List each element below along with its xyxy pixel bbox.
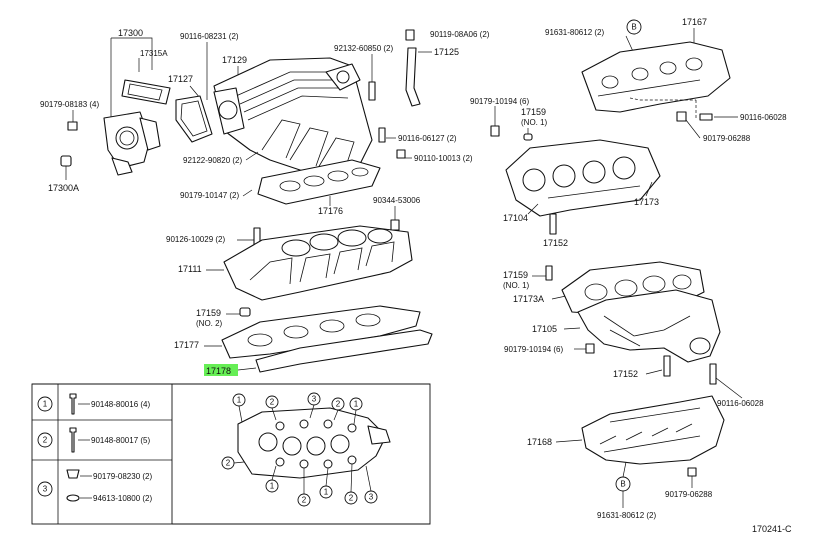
label-17177[interactable]: 17177 (174, 340, 199, 350)
label-17178[interactable]: 17178 (206, 366, 231, 376)
label-90179-10194-top[interactable]: 90179-10194 (6) (470, 97, 529, 106)
diagram-code: 170241-C (752, 524, 792, 534)
svg-text:3: 3 (369, 493, 374, 502)
label-17159-no1-mid[interactable]: 17159 (503, 270, 528, 280)
label-17315A[interactable]: 17315A (140, 49, 168, 58)
exhaust-manifold-lower-group: 17159 (NO. 1) 17173A 17105 90179-10194 (… (503, 261, 764, 408)
label-90119-08A06[interactable]: 90119-08A06 (2) (430, 30, 490, 39)
legend-part-1[interactable]: 90148-80016 (4) (91, 400, 150, 409)
label-17159-no2[interactable]: 17159 (196, 308, 221, 318)
svg-text:1: 1 (237, 396, 242, 405)
label-92122-90820[interactable]: 92122-90820 (2) (183, 156, 242, 165)
bolt-icon (69, 393, 77, 415)
label-17129[interactable]: 17129 (222, 55, 247, 65)
legend-part-2[interactable]: 90148-80017 (5) (91, 436, 150, 445)
label-17111[interactable]: 17111 (178, 264, 202, 274)
gasket-17178 (255, 329, 433, 373)
label-91631-80612-top[interactable]: 91631-80612 (2) (545, 28, 604, 37)
label-17173[interactable]: 17173 (634, 197, 659, 207)
label-no1-top[interactable]: (NO. 1) (521, 118, 548, 127)
bracket-lead (110, 37, 153, 118)
svg-text:2: 2 (270, 398, 275, 407)
label-17125[interactable]: 17125 (434, 47, 459, 57)
label-90110-10013[interactable]: 90110-10013 (2) (414, 154, 473, 163)
label-90179-10147[interactable]: 90179-10147 (2) (180, 191, 239, 200)
heat-insulator-17168 (581, 395, 725, 465)
label-17159-no1-top[interactable]: 17159 (521, 107, 546, 117)
svg-text:3: 3 (312, 395, 317, 404)
svg-text:1: 1 (354, 400, 359, 409)
svg-text:1: 1 (324, 488, 329, 497)
legend-part-3b[interactable]: 94613-10800 (2) (93, 494, 152, 503)
bolt-callouts: 1 2 3 2 1 2 1 2 1 2 3 (221, 392, 378, 507)
label-90116-08231[interactable]: 90116-08231 (2) (180, 32, 239, 41)
label-17104[interactable]: 17104 (503, 213, 528, 223)
gasket-17177 (221, 305, 421, 359)
label-90116-06028-bot[interactable]: 90116-06028 (717, 399, 764, 408)
label-17105[interactable]: 17105 (532, 324, 557, 334)
svg-text:2: 2 (226, 459, 231, 468)
legend-symbol-1 (37, 396, 53, 412)
label-17152-mid[interactable]: 17152 (613, 369, 638, 379)
label-17176[interactable]: 17176 (318, 206, 343, 216)
heat-insulator-17167 (581, 41, 731, 113)
washer-icon (66, 494, 80, 502)
gasket-17127 (175, 95, 213, 143)
legend-part-3a[interactable]: 90179-08230 (2) (93, 472, 152, 481)
svg-text:2: 2 (43, 436, 48, 445)
symbol-b-top (626, 19, 642, 35)
label-no2[interactable]: (NO. 2) (196, 319, 223, 328)
label-90116-06127[interactable]: 90116-06127 (2) (398, 134, 457, 143)
bolt-icon (69, 427, 77, 453)
label-no1-mid[interactable]: (NO. 1) (503, 281, 530, 290)
svg-text:2: 2 (349, 494, 354, 503)
label-90179-10194-mid[interactable]: 90179-10194 (6) (504, 345, 563, 354)
label-92132-60850[interactable]: 92132-60850 (2) (334, 44, 393, 53)
label-17168[interactable]: 17168 (527, 437, 552, 447)
gasket-bolt-pattern-detail: 1 2 3 2 1 2 1 2 1 2 3 (221, 392, 391, 507)
label-90179-06288-bot[interactable]: 90179-06288 (665, 490, 713, 499)
label-17167[interactable]: 17167 (682, 17, 707, 27)
legend-symbol-3 (37, 481, 53, 497)
throttle-body-group: 17300 17315A 90179-08183 (4) 17300A (40, 28, 171, 193)
label-17173A[interactable]: 17173A (513, 294, 544, 304)
heat-insulator-upper-group: 91631-80612 (2) B 17167 90116-06028 9017… (545, 17, 787, 143)
svg-text:2: 2 (336, 400, 341, 409)
svg-text:B: B (620, 480, 625, 489)
label-17152-top[interactable]: 17152 (543, 238, 568, 248)
svg-text:3: 3 (43, 485, 48, 494)
label-17178-highlight (204, 364, 238, 376)
gasket-17315A (121, 79, 171, 105)
label-90179-06288-top[interactable]: 90179-06288 (703, 134, 751, 143)
label-17127[interactable]: 17127 (168, 74, 193, 84)
label-17300A[interactable]: 17300A (48, 183, 79, 193)
legend-box: 1 90148-80016 (4) 2 90148-80017 (5) 3 90… (31, 383, 431, 525)
lower-intake-manifold-17111 (223, 225, 413, 301)
label-90116-06028-top[interactable]: 90116-06028 (740, 113, 787, 122)
nut-icon (66, 469, 80, 479)
svg-text:2: 2 (302, 496, 307, 505)
gasket-17176 (257, 159, 381, 205)
label-91631-80612-bot[interactable]: 91631-80612 (2) (597, 511, 656, 520)
heat-insulator-lower-group: 17168 90179-06288 B 91631-80612 (2) (527, 395, 725, 520)
svg-text:1: 1 (43, 400, 48, 409)
legend-symbol-2 (37, 432, 53, 448)
upper-intake-group: 90116-08231 (2) 17127 17129 17176 92122-… (168, 29, 490, 216)
svg-text:B: B (631, 23, 636, 32)
label-90126-10029[interactable]: 90126-10029 (2) (166, 235, 225, 244)
bracket-17125 (405, 47, 421, 107)
label-17300[interactable]: 17300 (118, 28, 143, 38)
svg-text:1: 1 (270, 482, 275, 491)
exhaust-manifold-17105 (577, 289, 721, 363)
label-90344-53006[interactable]: 90344-53006 (373, 196, 421, 205)
lower-intake-group: 90344-53006 90126-10029 (2) 17111 17159 … (166, 196, 433, 376)
exhaust-manifold-upper-group: 90179-10194 (6) 17159 (NO. 1) 17104 1717… (470, 97, 661, 248)
label-90179-08183[interactable]: 90179-08183 (4) (40, 100, 99, 109)
